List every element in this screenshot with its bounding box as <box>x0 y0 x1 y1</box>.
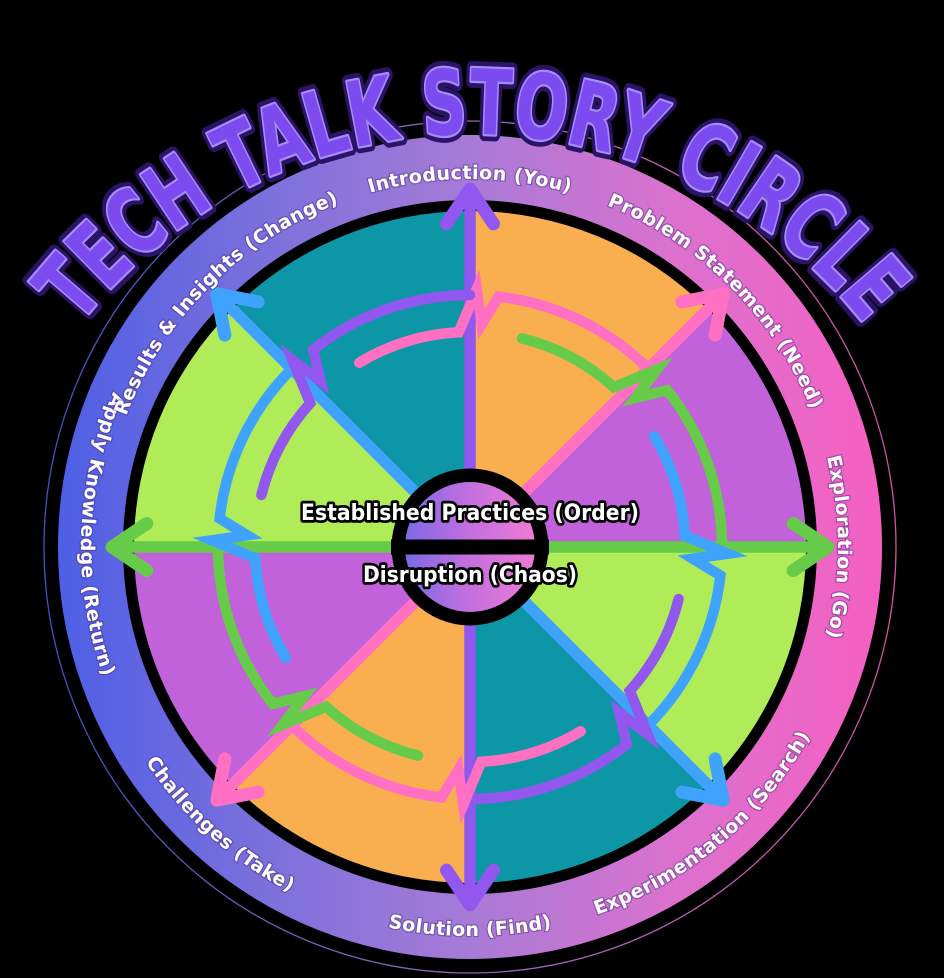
wedge-bottom-left-orange <box>232 547 470 883</box>
cycle-arc-cross-east <box>642 431 748 731</box>
arrowhead-icon <box>105 517 154 577</box>
cycle-arc-cross-top <box>354 269 654 375</box>
cycle-arc-cross-sw <box>212 541 424 761</box>
wedge-left-upper-lime <box>134 309 470 547</box>
cycle-arc-cross-nw <box>256 289 476 501</box>
hairline-circle <box>43 120 897 974</box>
center-divider <box>391 539 549 555</box>
arrowhead-icon <box>675 752 730 807</box>
arrowhead-icon <box>210 287 265 342</box>
wedge-top-left-teal <box>232 211 470 547</box>
story-wheel <box>134 211 806 883</box>
arrowhead-icon <box>440 863 500 912</box>
center-label-chaos: Disruption (Chaos) <box>363 562 577 588</box>
cycle-arcs <box>192 269 748 825</box>
wedge-bottom-right-teal <box>470 547 708 883</box>
cycle-arc-cross-bottom <box>286 719 586 825</box>
wedge-right-lower-lime <box>470 547 806 785</box>
center-label-order: Established Practices (Order) <box>301 500 639 526</box>
wedge-left-lower-orchid <box>134 547 470 785</box>
ring-band <box>58 135 882 959</box>
outer-hairline-circle <box>43 120 897 974</box>
stage-ring <box>58 135 882 959</box>
arrowhead-icon <box>675 287 730 342</box>
arrowhead-icon <box>440 182 500 231</box>
arrowhead-icon <box>786 517 835 577</box>
wedge-right-upper-orchid <box>470 309 806 547</box>
cycle-arc-cross-ne <box>516 333 728 553</box>
arrowhead-icon <box>210 752 265 807</box>
wedge-top-right-orange <box>470 211 708 547</box>
center-hub: Established Practices (Order) Disruption … <box>298 468 642 626</box>
cycle-arc-cross-se <box>464 593 684 805</box>
cycle-arc-cross-west <box>192 363 298 663</box>
